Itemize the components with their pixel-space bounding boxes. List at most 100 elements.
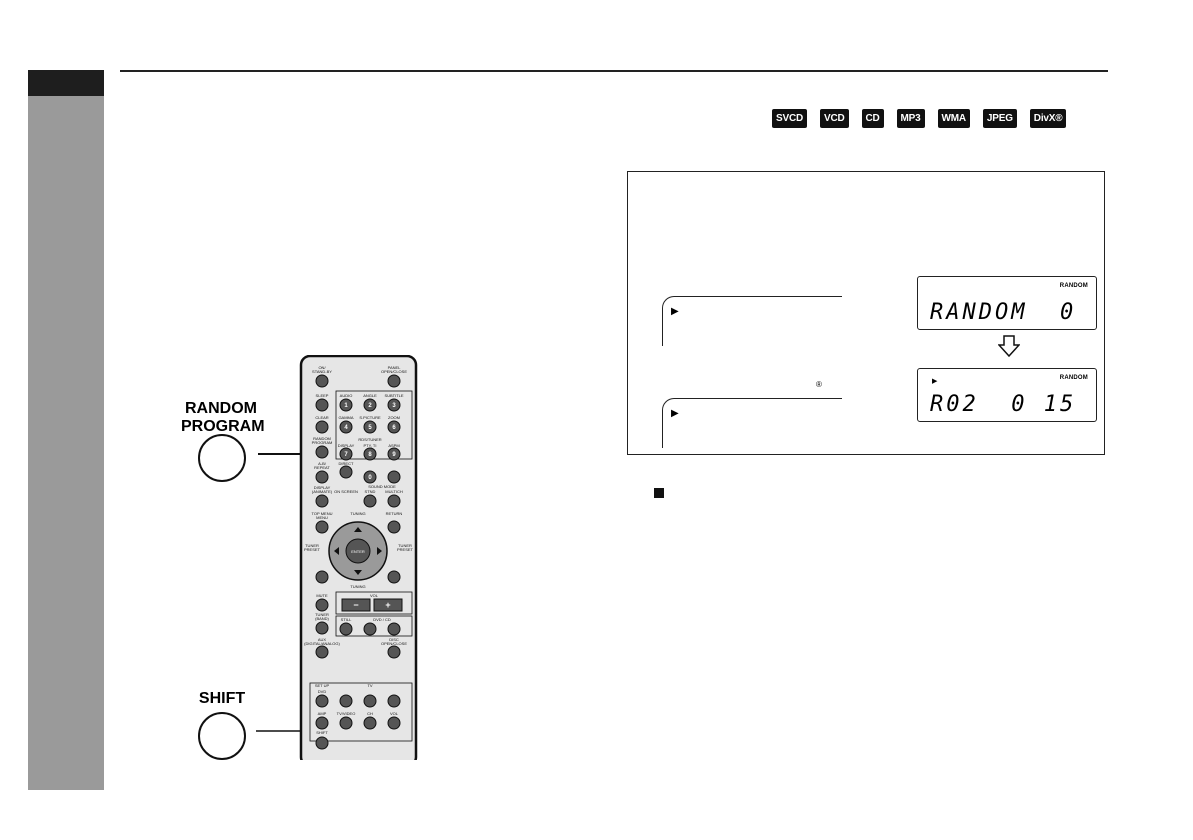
- svg-text:6: 6: [392, 425, 396, 431]
- svg-text:SHIFT: SHIFT: [316, 730, 328, 735]
- svg-text:DISPLAY: DISPLAY: [338, 443, 355, 448]
- svg-text:SUBTITLE: SUBTITLE: [384, 393, 403, 398]
- svg-text:TV/VIDEO: TV/VIDEO: [337, 711, 356, 716]
- svg-text:SET UP: SET UP: [315, 683, 330, 688]
- osd-bar: ▶: [662, 296, 842, 346]
- svg-text:DISC: DISC: [389, 637, 399, 642]
- svg-text:TUNING: TUNING: [350, 511, 365, 516]
- svg-text:ENTER: ENTER: [351, 549, 365, 554]
- svg-text:(ANIMATE): (ANIMATE): [312, 489, 333, 494]
- disc-badge: SVCD: [772, 109, 807, 128]
- leader-line: [258, 453, 303, 455]
- svg-text:STILL: STILL: [341, 617, 352, 622]
- svg-text:S.PICTURE: S.PICTURE: [359, 415, 381, 420]
- registered-mark: ®: [816, 380, 822, 389]
- arrow-down-icon: [998, 335, 1020, 357]
- svg-text:OPEN/CLOSE: OPEN/CLOSE: [381, 641, 407, 646]
- svg-text:ON/: ON/: [318, 365, 326, 370]
- random-indicator: RANDOM: [1059, 283, 1088, 289]
- svg-text:PANEL: PANEL: [388, 365, 402, 370]
- label-line: PROGRAM: [181, 418, 265, 435]
- svg-text:+: +: [385, 600, 390, 610]
- play-icon: ▶: [671, 306, 679, 317]
- svg-text:STND: STND: [365, 489, 376, 494]
- svg-text:RANDOM: RANDOM: [313, 436, 331, 441]
- random-program-button[interactable]: [198, 434, 246, 482]
- svg-text:9: 9: [392, 452, 396, 458]
- top-rule: [120, 70, 1108, 72]
- svg-text:4: 4: [344, 425, 348, 431]
- play-icon: ▶: [671, 408, 679, 419]
- svg-text:SLEEP: SLEEP: [316, 393, 329, 398]
- svg-text:DVD / CD: DVD / CD: [373, 617, 391, 622]
- svg-text:TUNING: TUNING: [350, 584, 365, 589]
- lcd-text: RANDOM 0: [930, 300, 1077, 325]
- shift-button[interactable]: [198, 712, 246, 760]
- svg-text:MULTICH: MULTICH: [385, 489, 403, 494]
- svg-text:CH: CH: [367, 711, 373, 716]
- svg-text:TV: TV: [367, 683, 372, 688]
- disc-badge: DivX®: [1029, 109, 1067, 128]
- osd-bar: ▶: [662, 398, 842, 448]
- disc-badge: JPEG: [982, 109, 1017, 128]
- svg-text:2: 2: [368, 403, 372, 409]
- shift-label: SHIFT: [198, 690, 246, 707]
- svg-text:OPEN/CLOSE: OPEN/CLOSE: [381, 369, 407, 374]
- svg-text:TUNER: TUNER: [305, 543, 319, 548]
- svg-text:DVD: DVD: [318, 689, 327, 694]
- svg-text:DISPLAY: DISPLAY: [314, 485, 331, 490]
- svg-text:(BAND): (BAND): [315, 616, 329, 621]
- display-panel: ▶ ® ▶ RANDOM RANDOM 0 ▶ RANDOM R02 0 15: [627, 171, 1105, 455]
- svg-text:TOP MENU: TOP MENU: [312, 511, 333, 516]
- lcd-display: RANDOM RANDOM 0: [917, 276, 1097, 330]
- play-icon: ▶: [932, 378, 938, 385]
- svg-text:TUNER: TUNER: [315, 612, 329, 617]
- svg-text:GAMMA: GAMMA: [338, 415, 353, 420]
- svg-text:(DIGITAL/ANALOG): (DIGITAL/ANALOG): [304, 641, 340, 646]
- svg-text:RDS/TUNER: RDS/TUNER: [358, 437, 381, 442]
- disc-badges: SVCD VCD CD MP3 WMA JPEG DivX®: [772, 109, 1067, 128]
- svg-text:−: −: [353, 600, 358, 610]
- svg-text:5: 5: [368, 425, 372, 431]
- random-program-label: RANDOM PROGRAM: [181, 400, 265, 436]
- svg-text:ASPM: ASPM: [388, 443, 399, 448]
- svg-text:SOUND MODE: SOUND MODE: [368, 484, 396, 489]
- svg-text:DIRECT: DIRECT: [339, 461, 354, 466]
- svg-text:3: 3: [392, 403, 396, 409]
- lcd-text: R02 0 15: [930, 392, 1077, 417]
- svg-text:7: 7: [344, 452, 348, 458]
- svg-text:REPEAT: REPEAT: [314, 465, 330, 470]
- svg-text:VOL: VOL: [370, 593, 379, 598]
- label-line: RANDOM: [185, 400, 257, 417]
- svg-text:1: 1: [344, 403, 348, 409]
- svg-text:ANGLE: ANGLE: [363, 393, 377, 398]
- stop-icon: [654, 488, 664, 498]
- side-tab: [28, 70, 104, 790]
- svg-text:ZOOM: ZOOM: [388, 415, 400, 420]
- svg-text:PTY, TI: PTY, TI: [364, 443, 377, 448]
- svg-text:8: 8: [368, 452, 372, 458]
- svg-text:PROGRAM: PROGRAM: [312, 440, 333, 445]
- disc-badge: MP3: [896, 109, 925, 128]
- random-indicator: RANDOM: [1059, 375, 1088, 381]
- lcd-display: ▶ RANDOM R02 0 15: [917, 368, 1097, 422]
- svg-text:0: 0: [368, 475, 372, 481]
- svg-text:AMP: AMP: [318, 711, 327, 716]
- svg-text:VOL: VOL: [390, 711, 399, 716]
- disc-badge: WMA: [937, 109, 970, 128]
- side-tab-header: [28, 70, 104, 96]
- svg-text:STAND-BY: STAND-BY: [312, 369, 332, 374]
- svg-text:MUTE: MUTE: [316, 593, 328, 598]
- svg-text:AUX: AUX: [318, 637, 327, 642]
- svg-text:A-B/: A-B/: [318, 461, 327, 466]
- svg-text:PRESET: PRESET: [397, 547, 414, 552]
- svg-text:PRESET: PRESET: [304, 547, 321, 552]
- disc-badge: CD: [861, 109, 884, 128]
- svg-text:TUNER: TUNER: [398, 543, 412, 548]
- svg-text:CLEAR: CLEAR: [315, 415, 328, 420]
- svg-text:RETURN: RETURN: [386, 511, 403, 516]
- svg-text:AUDIO: AUDIO: [340, 393, 353, 398]
- svg-text:ON SCREEN: ON SCREEN: [334, 489, 358, 494]
- disc-badge: VCD: [819, 109, 849, 128]
